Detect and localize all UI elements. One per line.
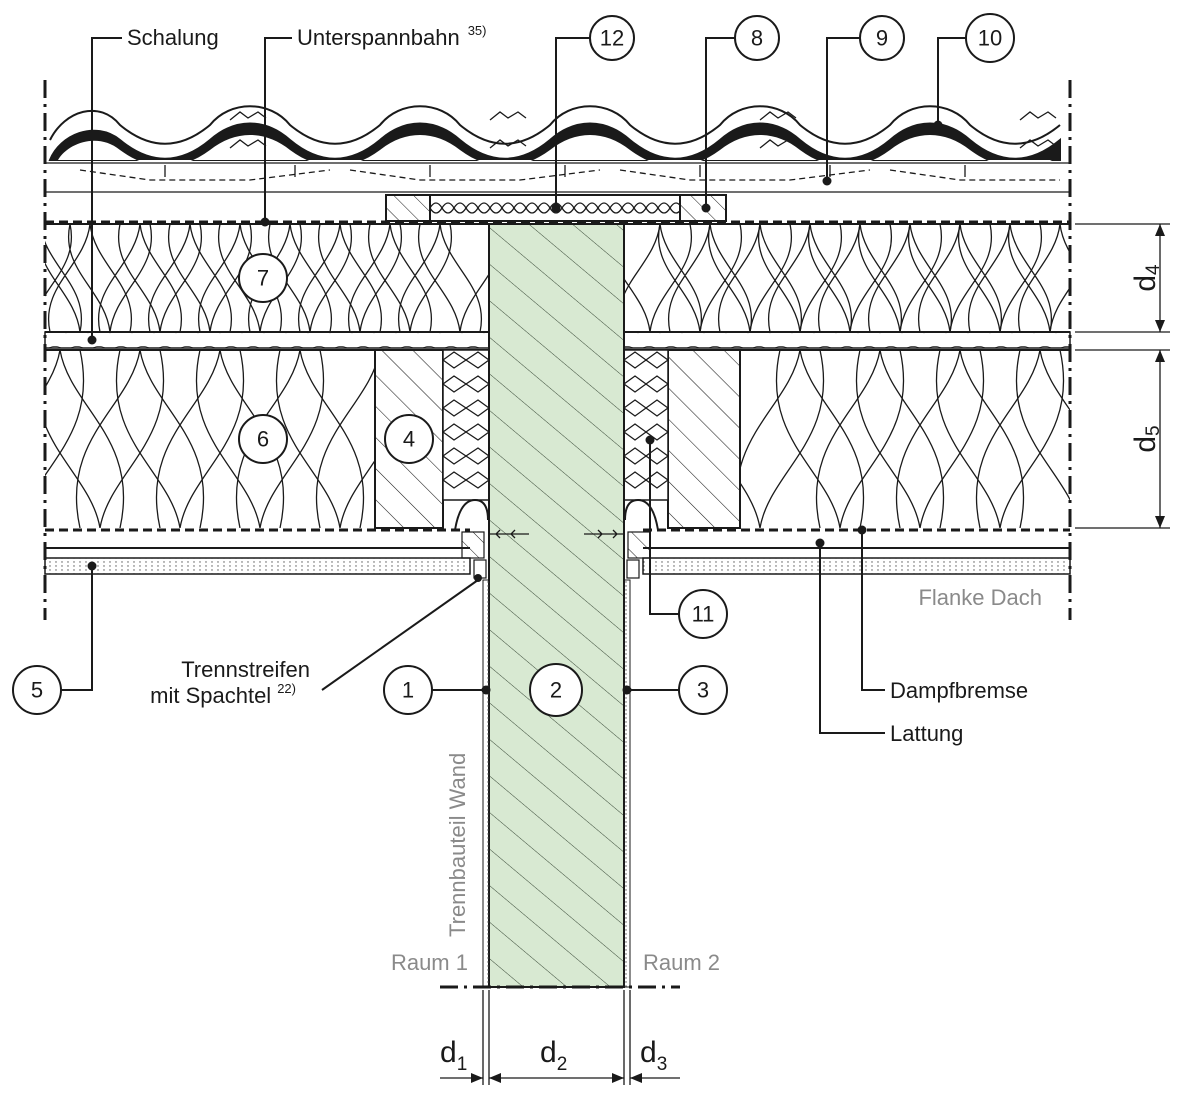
label-trennstreifen-1: Trennstreifen xyxy=(181,657,310,682)
tile-profile-top xyxy=(49,105,1061,145)
label-schalung: Schalung xyxy=(127,25,219,50)
label-dampfbremse: Dampfbremse xyxy=(890,678,1028,703)
callout-7: 7 xyxy=(238,253,288,303)
svg-text:4: 4 xyxy=(403,427,415,452)
joint-insulation xyxy=(442,349,669,501)
svg-text:5: 5 xyxy=(31,678,43,703)
sheathing-board xyxy=(44,331,1071,351)
callout-9: 9 xyxy=(859,15,905,61)
ceiling-lining xyxy=(44,531,1071,579)
callout-8: 8 xyxy=(734,15,780,61)
svg-text:8: 8 xyxy=(751,26,763,51)
dim-d4: d4 xyxy=(1129,264,1164,292)
svg-text:10: 10 xyxy=(978,26,1002,51)
svg-text:2: 2 xyxy=(550,678,562,703)
label-raum-2: Raum 2 xyxy=(643,950,720,975)
callout-2: 2 xyxy=(529,663,583,717)
counter-batten-strip xyxy=(385,194,727,222)
dim-d5: d5 xyxy=(1129,425,1164,452)
callout-10: 10 xyxy=(965,13,1015,63)
separating-wall xyxy=(482,223,631,988)
label-raum-1: Raum 1 xyxy=(391,950,468,975)
callout-5: 5 xyxy=(12,665,62,715)
vapour-barrier-turn-left xyxy=(454,498,489,531)
label-lattung: Lattung xyxy=(890,721,963,746)
callout-6: 6 xyxy=(238,414,288,464)
callout-4: 4 xyxy=(384,414,434,464)
dim-d1: d1 xyxy=(440,1036,467,1075)
svg-text:9: 9 xyxy=(876,26,888,51)
svg-text:1: 1 xyxy=(402,678,414,703)
svg-text:6: 6 xyxy=(257,427,269,452)
callout-12: 12 xyxy=(589,15,635,61)
svg-text:3: 3 xyxy=(697,678,709,703)
svg-text:12: 12 xyxy=(600,26,624,51)
callout-11: 11 xyxy=(678,589,728,639)
dimension-lines xyxy=(440,223,1170,1085)
section-boundaries xyxy=(43,80,1072,989)
svg-text:7: 7 xyxy=(257,266,269,291)
label-flanke-dach: Flanke Dach xyxy=(918,585,1042,610)
callout-1: 1 xyxy=(383,665,433,715)
label-trennbauteil-wand: Trennbauteil Wand xyxy=(445,753,470,937)
dim-d2: d2 xyxy=(540,1036,567,1075)
dim-d3: d3 xyxy=(640,1036,667,1075)
callout-3: 3 xyxy=(678,665,728,715)
leader-lines xyxy=(60,37,966,734)
roof-tiles xyxy=(45,105,1070,193)
vapour-barrier-turn-right xyxy=(624,498,659,531)
svg-text:11: 11 xyxy=(692,602,715,627)
